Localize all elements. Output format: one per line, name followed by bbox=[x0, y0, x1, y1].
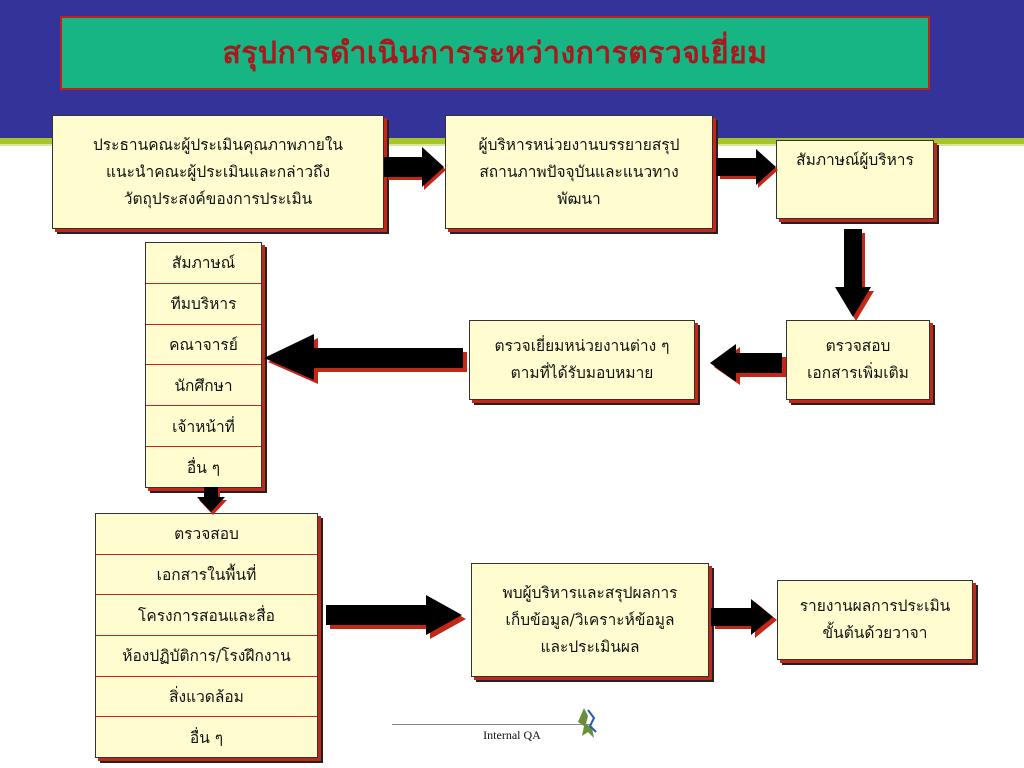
box-meet-summary: พบผู้บริหารและสรุปผลการ เก็บข้อมูล/วิเคร… bbox=[471, 563, 709, 677]
logo-icon bbox=[578, 708, 597, 738]
box-line: ผู้บริหารหน่วยงานบรรยายสรุป bbox=[478, 135, 680, 154]
box-chair-intro: ประธานคณะผู้ประเมินคุณภาพภายใน แนะนำคณะผ… bbox=[52, 115, 384, 229]
list-item: เอกสารในพื้นที่ bbox=[96, 555, 317, 596]
list-item: โครงการสอนและสื่อ bbox=[96, 595, 317, 637]
box-line: สัมภาษณ์ผู้บริหาร bbox=[796, 151, 914, 169]
title-box: สรุปการดำเนินการระหว่างการตรวจเยี่ยม bbox=[60, 16, 930, 90]
list-item: สัมภาษณ์ bbox=[146, 243, 261, 284]
box-line: เก็บข้อมูล/วิเคราะห์ข้อมูล bbox=[505, 610, 675, 629]
list-item: อื่น ๆ bbox=[189, 728, 224, 747]
list-item: ทีมบริหาร bbox=[146, 284, 261, 325]
arrow-down-2 bbox=[197, 487, 227, 515]
list-item: นักศึกษา bbox=[146, 365, 261, 407]
list-item: ตรวจสอบ bbox=[96, 514, 317, 555]
box-line: พัฒนา bbox=[557, 189, 601, 208]
arrow-right-3 bbox=[326, 595, 466, 639]
list-item: สิ่งแวดล้อม bbox=[96, 677, 317, 718]
box-line: ตรวจสอบ bbox=[825, 337, 891, 355]
arrow-right-1 bbox=[384, 147, 446, 190]
box-line: พบผู้บริหารและสรุปผลการ bbox=[502, 583, 678, 602]
interview-list: สัมภาษณ์ ทีมบริหาร คณาจารย์ นักศึกษา เจ้… bbox=[145, 242, 262, 488]
footer-rule bbox=[392, 724, 592, 725]
footer-label: Internal QA bbox=[483, 728, 541, 742]
box-report: รายงานผลการประเมิน ขั้นต้นด้วยวาจา bbox=[777, 580, 973, 660]
box-line: แนะนำคณะผู้ประเมินและกล่าวถึง bbox=[105, 162, 331, 181]
arrow-left-1 bbox=[710, 344, 786, 385]
box-line: ตามที่ได้รับมอบหมาย bbox=[510, 364, 654, 382]
box-line: และประเมินผล bbox=[540, 637, 640, 656]
page-title: สรุปการดำเนินการระหว่างการตรวจเยี่ยม bbox=[222, 35, 768, 71]
box-interview-exec: สัมภาษณ์ผู้บริหาร bbox=[776, 140, 934, 219]
box-line: ประธานคณะผู้ประเมินคุณภาพภายใน bbox=[92, 135, 344, 154]
box-line: สถานภาพปัจจุบันและแนวทาง bbox=[479, 162, 679, 181]
box-line: เอกสารเพิ่มเติม bbox=[807, 364, 909, 382]
box-visit-units: ตรวจเยี่ยมหน่วยงานต่าง ๆ ตามที่ได้รับมอบ… bbox=[469, 320, 695, 400]
list-item: ห้องปฏิบัติการ/โรงฝึกงาน bbox=[96, 636, 317, 677]
arrow-right-2 bbox=[716, 149, 778, 188]
box-line: รายงานผลการประเมิน bbox=[799, 597, 951, 615]
list-item: เจ้าหน้าที่ bbox=[146, 406, 261, 448]
box-line: ตรวจเยี่ยมหน่วยงานต่าง ๆ bbox=[494, 337, 670, 355]
box-check-documents: ตรวจสอบ เอกสารเพิ่มเติม bbox=[786, 320, 930, 400]
arrow-right-4 bbox=[711, 599, 777, 638]
box-line: ขั้นต้นด้วยวาจา bbox=[822, 624, 928, 642]
arrow-down-1 bbox=[835, 229, 874, 321]
list-item: อื่น ๆ bbox=[186, 458, 221, 477]
arrow-left-2 bbox=[264, 334, 467, 384]
list-item: คณาจารย์ bbox=[146, 325, 261, 366]
box-exec-presentation: ผู้บริหารหน่วยงานบรรยายสรุป สถานภาพปัจจุ… bbox=[445, 115, 713, 229]
box-line: วัตถุประสงค์ของการประเมิน bbox=[123, 189, 313, 208]
inspect-list: ตรวจสอบ เอกสารในพื้นที่ โครงการสอนและสื่… bbox=[95, 513, 318, 758]
